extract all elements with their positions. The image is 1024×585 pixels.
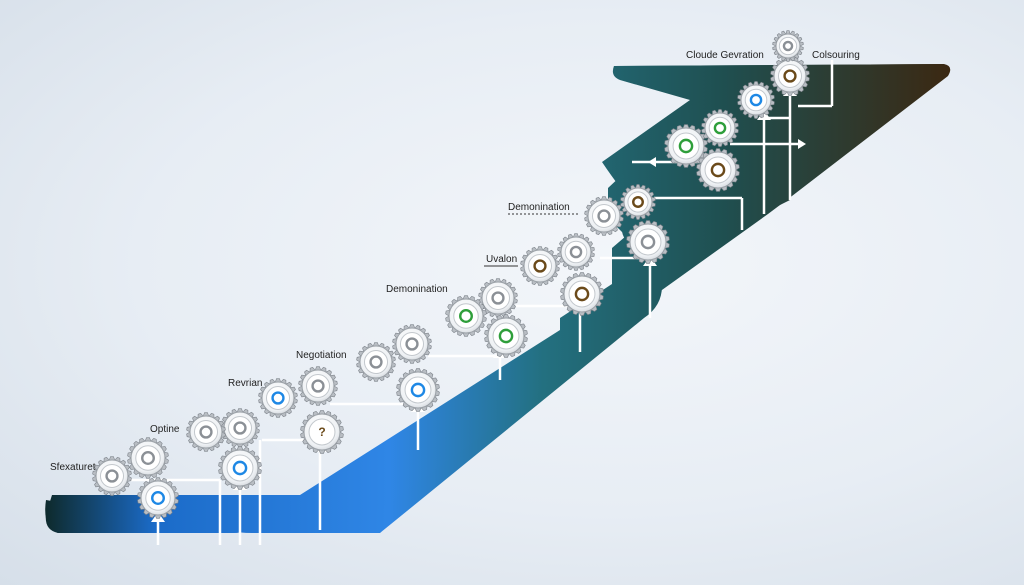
circle-ring-icon: [392, 324, 432, 364]
circle-ring-icon: [396, 368, 440, 412]
gear-icon: [127, 437, 169, 479]
search-icon: [478, 278, 518, 318]
circle-ring-icon: [560, 272, 604, 316]
label-revrian: Revrian: [228, 378, 262, 389]
circle-ring-icon: [620, 184, 656, 220]
circle-ring-icon: [696, 148, 740, 192]
circle-ring-icon: [137, 477, 179, 519]
question-icon: ?: [300, 410, 344, 454]
gear-icon: [258, 378, 298, 418]
gear-icon: [557, 233, 595, 271]
gear-icon: [772, 30, 804, 62]
circle-ring-icon: [445, 295, 487, 337]
gear-icon: [218, 446, 262, 490]
circle-ring-icon: [664, 124, 708, 168]
circle-ring-icon: [484, 314, 528, 358]
label-uvalon: Uvalon: [486, 254, 517, 265]
circle-ring-icon: [356, 342, 396, 382]
label-optine: Optine: [150, 424, 180, 435]
search-icon: [220, 408, 260, 448]
label-colsouring: Colsouring: [812, 50, 860, 61]
label-demonination-1: Demonination: [386, 284, 448, 295]
circle-ring-icon: [770, 56, 810, 96]
gear-icon: [737, 81, 775, 119]
label-group: Sfexaturet Optine Revrian Negotiation De…: [50, 50, 860, 473]
svg-text:?: ?: [318, 425, 325, 439]
label-demonination-2: Demonination: [508, 202, 570, 213]
label-safeguard: Sfexaturet: [50, 462, 96, 473]
gear-icon: [298, 366, 338, 406]
gear-icon: [186, 412, 226, 452]
label-cloude-generation: Cloude Gevration: [686, 50, 764, 61]
gear-icon: [584, 196, 624, 236]
gear-group: ?: [92, 30, 810, 519]
label-negotiation: Negotiation: [296, 350, 347, 361]
circle-ring-icon: [626, 220, 670, 264]
circle-ring-icon: [701, 109, 739, 147]
circle-ring-icon: [520, 246, 560, 286]
gear-icon: [92, 456, 132, 496]
